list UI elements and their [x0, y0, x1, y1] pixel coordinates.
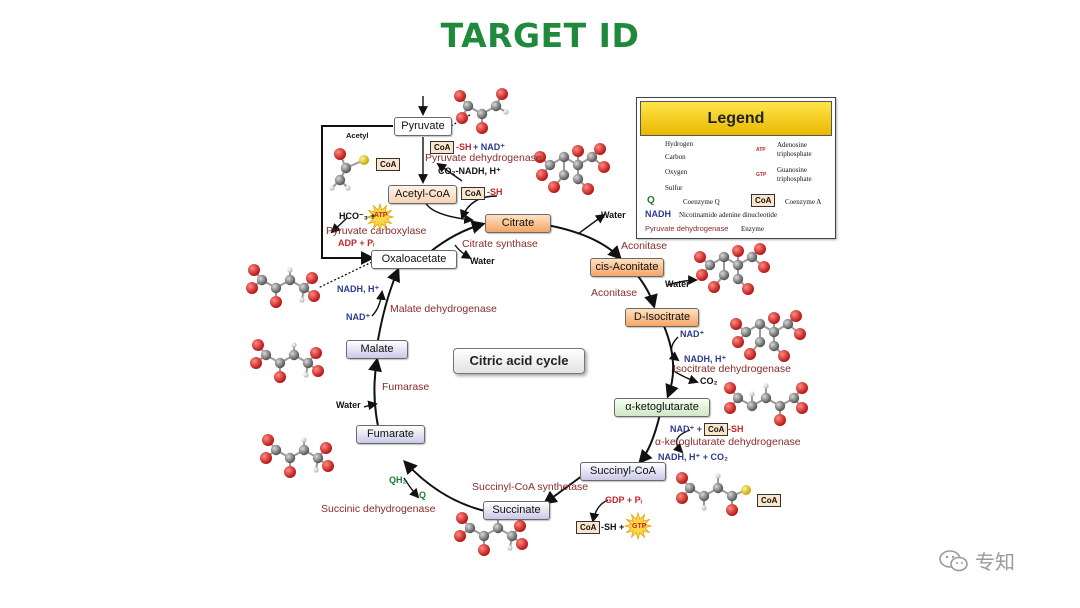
q-label: Q: [419, 490, 427, 500]
succinyl-coa-box: Succinyl-CoA: [580, 462, 666, 481]
adp-pi-label: ADP + Pᵢ: [338, 238, 375, 248]
legend-coenzyme-q: Coenzyme Q: [683, 198, 720, 206]
alpha-ketoglutarate-box: α-ketoglutarate: [614, 398, 710, 417]
legend-gtp-desc-2: triphosphate: [777, 175, 812, 183]
malate-box: Malate: [346, 340, 408, 359]
legend-carbon: Carbon: [665, 153, 686, 161]
co2-nadh-label: CO₂-NADH, H⁺: [438, 166, 501, 177]
enzyme-fumarase: Fumarase: [382, 381, 430, 393]
enzyme-aconitase-2: Aconitase: [591, 287, 638, 299]
citrate-molecule: [534, 143, 610, 195]
legend-atp-desc-2: triphosphate: [777, 150, 812, 158]
nad-label-akg: NAD⁺ +: [670, 424, 703, 434]
cis-aconitate-molecule: [694, 243, 770, 295]
water-label-citrate: Water: [470, 256, 495, 266]
legend-sulfur: Sulfur: [665, 184, 683, 192]
enzyme-citrate-synthase: Citrate synthase: [462, 238, 538, 250]
pyruvate-box: Pyruvate: [394, 117, 452, 136]
water-label-aconitase: Water: [665, 279, 690, 289]
alpha-ketoglutarate-molecule: [724, 382, 808, 426]
coa-tag-molecule: CoA: [757, 494, 782, 507]
d-isocitrate-box: D-Isocitrate: [625, 308, 699, 327]
qh2-label: QH₂: [389, 475, 407, 485]
legend-coa-desc: Coenzyme A: [785, 198, 822, 206]
gtp-star-icon: [623, 511, 653, 541]
coa-tag-succinyl: CoA: [576, 521, 601, 534]
sh-label-pdh: -SH: [456, 142, 472, 152]
cis-aconitate-box: cis-Aconitate: [590, 258, 664, 277]
sh-label-citrate: -SH: [487, 187, 503, 197]
atp-star-label: ATP: [374, 212, 388, 219]
dotted-connectors: [317, 114, 471, 289]
legend-nadh-desc: Nicotinamide adenine dinucleotide: [679, 211, 777, 219]
hco3-label: HCO⁻₃ +: [339, 211, 376, 221]
atp-star-icon: [365, 202, 395, 232]
legend-hydrogen: Hydrogen: [665, 140, 693, 148]
page-title: TARGET ID: [440, 16, 640, 55]
gtp-star-label: GTP: [632, 523, 647, 530]
succinate-box: Succinate: [483, 501, 550, 520]
acetyl-line: [321, 125, 393, 265]
sh-label-akg: -SH: [728, 424, 744, 434]
water-label-fumarase: Water: [336, 400, 361, 410]
coa-tag-citrate: CoA: [461, 187, 486, 200]
fumarate-molecule: [260, 434, 334, 478]
nadh-co2-label-akg: NADH, H⁺ + CO₂: [658, 452, 729, 462]
coa-tag-acetyl: CoA: [376, 158, 401, 171]
legend-q-symbol: Q: [647, 195, 655, 206]
side-arrows: [330, 96, 699, 523]
watermark-text: 专知: [975, 552, 1015, 574]
nad-label-pdh: + NAD⁺: [473, 142, 506, 152]
fumarate-box: Fumarate: [356, 425, 425, 444]
enzyme-aconitase-1: Aconitase: [621, 240, 668, 252]
succinate-molecule: [454, 512, 528, 556]
nadh-label-isocitrate: NADH, H⁺: [684, 354, 727, 364]
nad-label-malate: NAD⁺: [346, 312, 371, 322]
legend-oxygen: Oxygen: [665, 168, 688, 176]
citrate-box: Citrate: [485, 214, 551, 233]
legend-gtp-desc-1: Guanosine: [777, 166, 807, 174]
wechat-icon: [939, 549, 968, 571]
enzyme-isocitrate-dehydrogenase: Isocitrate dehydrogenase: [673, 363, 791, 375]
enzyme-pyruvate-carboxylase: Pyruvate carboxylase: [326, 225, 427, 237]
legend-enzyme-example: Pyruvate dehydrogenase: [645, 224, 729, 233]
nad-label-isocitrate: NAD⁺: [680, 329, 705, 339]
coa-tag-akg: CoA: [704, 423, 729, 436]
legend-gtp-symbol: GTP: [756, 172, 767, 178]
legend-panel: Legend Hydrogen Carbon Oxygen Sulfur Q C…: [636, 97, 836, 239]
legend-enzyme: Enzyme: [741, 225, 764, 233]
legend-coa-symbol: CoA: [751, 194, 776, 207]
pyruvate-molecule: [454, 88, 509, 134]
legend-nadh-symbol: NADH: [645, 209, 671, 219]
acetyl-coa-molecule: [329, 148, 369, 191]
enzyme-succinic-dehydrogenase: Succinic dehydrogenase: [321, 503, 436, 515]
co2-nadh-text: CO₂-NADH, H⁺: [438, 166, 501, 176]
watermark: 专知: [939, 546, 1015, 575]
enzyme-akg-dehydrogenase: α-ketoglutarate dehydrogenase: [655, 436, 801, 448]
cycle-center-label: Citric acid cycle: [453, 348, 585, 374]
sh-plus-label: -SH +: [601, 522, 625, 532]
legend-atp-desc-1: Adenosine: [777, 141, 807, 149]
coa-tag-pdh: CoA: [430, 141, 455, 154]
co2-label-isocitrate: CO₂: [700, 376, 718, 386]
isocitrate-molecule: [730, 310, 806, 362]
molecule-drawings: [246, 88, 808, 556]
oxaloacetate-molecule: [246, 264, 320, 308]
nadh-label-malate: NADH, H⁺: [337, 284, 380, 294]
oxaloacetate-box: Oxaloacetate: [371, 250, 457, 269]
acetyl-coa-box: Acetyl-CoA: [388, 185, 457, 204]
enzyme-succinyl-coa-synthetase: Succinyl-CoA synthetase: [472, 481, 589, 493]
legend-atp-symbol: ATP: [756, 147, 766, 153]
succinyl-coa-molecule: [676, 472, 751, 516]
legend-title: Legend: [640, 101, 832, 136]
water-label-top: Water: [601, 210, 626, 220]
malate-molecule: [250, 339, 324, 383]
enzyme-pyruvate-dehydrogenase: Pyruvate dehydrogenase: [425, 152, 542, 164]
gdp-pi-label: GDP + Pᵢ: [605, 495, 642, 505]
acetyl-label: Acetyl: [346, 131, 369, 140]
enzyme-malate-dehydrogenase: Malate dehydrogenase: [390, 303, 497, 315]
